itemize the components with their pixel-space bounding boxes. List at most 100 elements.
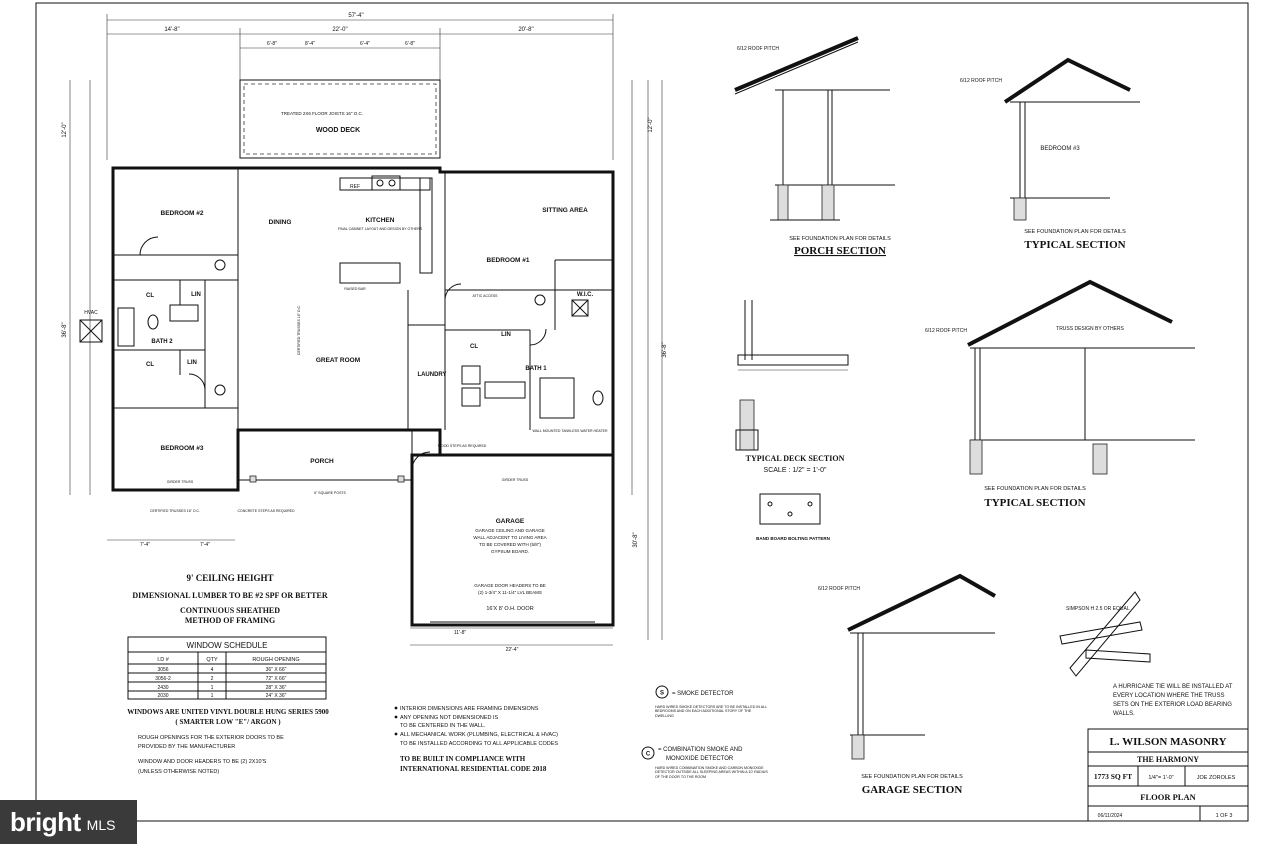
smoke-detector-legend: = SMOKE DETECTOR bbox=[672, 691, 734, 697]
hurricane-tie-detail: SIMPSON H 2.5 OR EQUAL A HURRICANE TIE W… bbox=[1059, 591, 1233, 717]
ws-cell: 4 bbox=[211, 667, 214, 673]
dim-right-3: 30'-8" bbox=[633, 532, 639, 547]
sheathed-note-1: CONTINUOUS SHEATHED bbox=[180, 606, 280, 615]
concrete-steps-label: CONCRETE STEPS AS REQUIRED bbox=[238, 509, 295, 513]
wood-steps-label: WOOD STEPS AS REQUIRED bbox=[438, 444, 487, 448]
window-schedule: WINDOW SCHEDULE I.D # QTY ROUGH OPENING … bbox=[127, 636, 327, 700]
garage-note-4: GYPSUM BOARD. bbox=[491, 549, 529, 554]
ws-cell: 3056 bbox=[157, 667, 168, 673]
hvac-label: HVAC bbox=[84, 310, 98, 316]
watermark-brand: bright bbox=[10, 806, 81, 837]
dim-top-1: 14'-8" bbox=[164, 27, 179, 33]
hurricane-note-4: WALLS. bbox=[1113, 711, 1135, 717]
dim-bottom-2: 7'-4" bbox=[200, 542, 210, 548]
sheet-border bbox=[35, 2, 1249, 822]
ws-cell: 24" X 36" bbox=[266, 693, 287, 699]
general-note-3b: TO BE INSTALLED ACCORDING TO ALL APPLICA… bbox=[400, 741, 558, 747]
deck-joist-note: TREATED 2X6 FLOOR JOISTS 16" O.C. bbox=[281, 111, 363, 116]
dim-overall-top: 57'-4" bbox=[348, 13, 363, 19]
bright-mls-watermark: bright MLS bbox=[0, 800, 137, 844]
dim-second-2: 8'-4" bbox=[305, 41, 315, 47]
ws-cell: 28" X 36" bbox=[266, 685, 287, 691]
typical1-title: TYPICAL SECTION bbox=[1024, 239, 1125, 251]
deck-section-title: TYPICAL DECK SECTION bbox=[746, 454, 845, 463]
dim-top-3: 20'-8" bbox=[518, 27, 533, 33]
dim-left-1: 12'-0" bbox=[62, 122, 68, 137]
label-great-room: GREAT ROOM bbox=[316, 357, 360, 364]
smoke-detector-glyph: S bbox=[660, 691, 664, 697]
label-linen-2: LIN bbox=[187, 360, 197, 366]
dim-second-4: 6'-8" bbox=[405, 41, 415, 47]
sheathed-note-2: METHOD OF FRAMING bbox=[185, 616, 275, 625]
dim-bottom-3: 11'-8" bbox=[454, 630, 467, 636]
typical-section-2-detail: 6/12 ROOF PITCH TRUSS DESIGN BY OTHERS S… bbox=[925, 279, 1195, 509]
window-note-3: ROUGH OPENINGS FOR THE EXTERIOR DOORS TO… bbox=[138, 735, 284, 741]
title-sheet-number: 1 OF 3 bbox=[1216, 813, 1233, 819]
typical-section-1-detail: 6/12 ROOF PITCH BEDROOM #3 SEE FOUNDATIO… bbox=[960, 57, 1140, 251]
raised-bar-label: RAISED BAR bbox=[344, 287, 366, 291]
typical2-pitch-label: 6/12 ROOF PITCH bbox=[925, 328, 967, 334]
ws-header-qty: QTY bbox=[206, 657, 218, 663]
label-bedroom-1: BEDROOM #1 bbox=[487, 257, 530, 264]
dim-bottom-4: 22'-4" bbox=[506, 647, 519, 653]
garage-header-note-1: GARAGE DOOR HEADERS TO BE bbox=[474, 583, 546, 588]
girder-truss-label-2: GIRDER TRUSS bbox=[502, 478, 529, 482]
porch-outline bbox=[237, 429, 413, 481]
porch-pitch-label: 6/12 ROOF PITCH bbox=[737, 46, 779, 52]
window-note-1: WINDOWS ARE UNITED VINYL DOUBLE HUNG SER… bbox=[127, 708, 329, 716]
lumber-note: DIMENSIONAL LUMBER TO BE #2 SPF OR BETTE… bbox=[132, 591, 327, 600]
deck-section-scale: SCALE : 1/2" = 1'-0" bbox=[764, 467, 827, 474]
window-note-2: ( SMARTER LOW "E"/ ARGON ) bbox=[175, 718, 281, 726]
ws-cell: 72" X 66" bbox=[266, 676, 287, 682]
detector-legend: S = SMOKE DETECTOR HARD WIRED SMOKE DETE… bbox=[641, 685, 768, 779]
combo-detector-legend-2: MONOXIDE DETECTOR bbox=[666, 756, 734, 762]
hurricane-note-2: EVERY LOCATION WHERE THE TRUSS bbox=[1113, 693, 1224, 699]
title-scale: 1/4"= 1'-0" bbox=[1148, 775, 1173, 781]
garage-note-1: GARAGE CEILING AND GARAGE bbox=[475, 528, 545, 533]
ws-cell: 36" X 66" bbox=[266, 667, 287, 673]
floor-plan: 57'-4" 14'-8" 22'-0" 20'-8" 6'-8" 8'-4" … bbox=[62, 13, 668, 653]
title-plan-name: THE HARMONY bbox=[1137, 755, 1199, 764]
garage-note-3: TO BE COVERED WITH (5/8") bbox=[479, 542, 541, 547]
typical1-room-label: BEDROOM #3 bbox=[1040, 146, 1080, 152]
typical2-ref: SEE FOUNDATION PLAN FOR DETAILS bbox=[984, 486, 1086, 492]
window-schedule-title: WINDOW SCHEDULE bbox=[187, 641, 268, 650]
smoke-detector-icon bbox=[655, 685, 669, 699]
hurricane-note-3: SETS ON THE EXTERIOR LOAD BEARING bbox=[1113, 702, 1232, 708]
ws-cell: 1 bbox=[211, 685, 214, 691]
wood-deck-outline bbox=[239, 79, 441, 159]
title-sheet-title: FLOOR PLAN bbox=[1140, 792, 1196, 802]
label-bedroom-3: BEDROOM #3 bbox=[161, 445, 204, 452]
label-bedroom-2: BEDROOM #2 bbox=[161, 210, 204, 217]
porch-truss-label: CERTIFIED TRUSSES 16" O.C. bbox=[150, 509, 200, 513]
title-company: L. WILSON MASONRY bbox=[1109, 736, 1226, 748]
label-bath-1: BATH 1 bbox=[525, 366, 547, 372]
general-note-2a: ANY OPENING NOT DIMENSIONED IS bbox=[400, 715, 499, 721]
ws-cell: 1 bbox=[211, 693, 214, 699]
garage-section-title: GARAGE SECTION bbox=[862, 784, 963, 796]
title-date: 06/11/2024 bbox=[1098, 813, 1123, 819]
ws-header-id: I.D # bbox=[157, 657, 170, 663]
label-closet-1: CL bbox=[146, 293, 154, 299]
combo-detector-legend-1: = COMBINATION SMOKE AND bbox=[658, 747, 743, 753]
label-laundry: LAUNDRY bbox=[417, 372, 446, 378]
garage-door-label: 16'X 8' O.H. DOOR bbox=[486, 606, 533, 612]
garage-pitch-label: 6/12 ROOF PITCH bbox=[818, 586, 860, 592]
general-note-2b: TO BE CENTERED IN THE WALL. bbox=[400, 723, 486, 729]
dim-right-2: 36'-8" bbox=[662, 342, 668, 357]
code-note-2: INTERNATIONAL RESIDENTIAL CODE 2018 bbox=[400, 765, 547, 773]
ws-cell: 3056-2 bbox=[155, 676, 171, 682]
dim-top-2: 22'-0" bbox=[332, 27, 347, 33]
girder-truss-label-1: GIRDER TRUSS bbox=[167, 480, 194, 484]
garage-walls bbox=[410, 453, 615, 627]
label-wic: W.I.C. bbox=[577, 292, 594, 298]
combo-detector-note: HARD WIRED COMBINATION SMOKE AND CARBON … bbox=[655, 766, 768, 779]
combo-detector-glyph: C bbox=[646, 752, 651, 758]
window-note-6: (UNLESS OTHERWISE NOTED) bbox=[138, 769, 219, 775]
general-note-3a: ALL MECHANICAL WORK (PLUMBING, ELECTRICA… bbox=[400, 732, 558, 738]
general-note-1: INTERIOR DIMENSIONS ARE FRAMING DIMENSIO… bbox=[400, 706, 539, 712]
square-posts-label: 6" SQUARE POSTS bbox=[314, 491, 346, 495]
ws-cell: 2430 bbox=[157, 685, 168, 691]
